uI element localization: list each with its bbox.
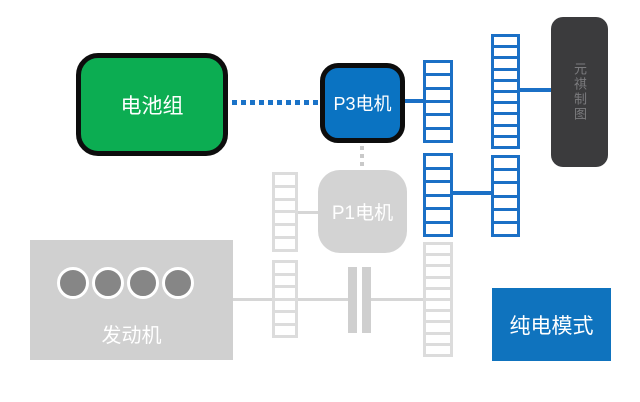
battery-label: 电池组 (120, 94, 184, 118)
clutch-to-gear-link (371, 298, 423, 301)
p1-motor-label: P1电机 (331, 203, 394, 224)
engine-to-gear-link (233, 298, 272, 301)
gear-p1-inactive (272, 172, 298, 252)
watermark-text: 元祺制图 (572, 62, 587, 122)
gear-output-upper (491, 34, 520, 149)
cylinder-icon (127, 267, 159, 299)
watermark-box: 元祺制图 (551, 17, 608, 167)
gear-to-gear-link (453, 191, 491, 195)
engine-cylinders (57, 267, 194, 299)
gear-intermediate-right (491, 155, 520, 237)
engine-label: 发动机 (101, 325, 162, 347)
gear-to-p1-link (298, 211, 318, 214)
clutch-plate (362, 267, 371, 333)
gear-lower-inactive (423, 242, 453, 357)
cylinder-icon (92, 267, 124, 299)
battery-to-p3-dotted-link (232, 100, 320, 105)
cylinder-icon (57, 267, 89, 299)
p3-motor-label: P3电机 (333, 94, 392, 114)
clutch-plate (348, 267, 357, 333)
gear-engine-inactive (272, 260, 298, 338)
battery-node: 电池组 (76, 53, 228, 156)
mode-badge: 纯电模式 (492, 288, 611, 361)
p3-to-gear-link (405, 99, 423, 103)
gear-intermediate-left (423, 153, 453, 237)
p1-motor-node: P1电机 (318, 170, 407, 253)
gear-to-output-link (520, 88, 551, 92)
p3-motor-node: P3电机 (320, 63, 405, 143)
gear-to-clutch-link (298, 298, 348, 301)
cylinder-icon (162, 267, 194, 299)
mode-badge-label: 纯电模式 (509, 314, 594, 338)
engine-node: 发动机 (30, 240, 233, 360)
clutch-icon (348, 267, 371, 333)
p3-to-p1-dotted-link (360, 146, 364, 169)
gear-p3-input (423, 60, 453, 143)
